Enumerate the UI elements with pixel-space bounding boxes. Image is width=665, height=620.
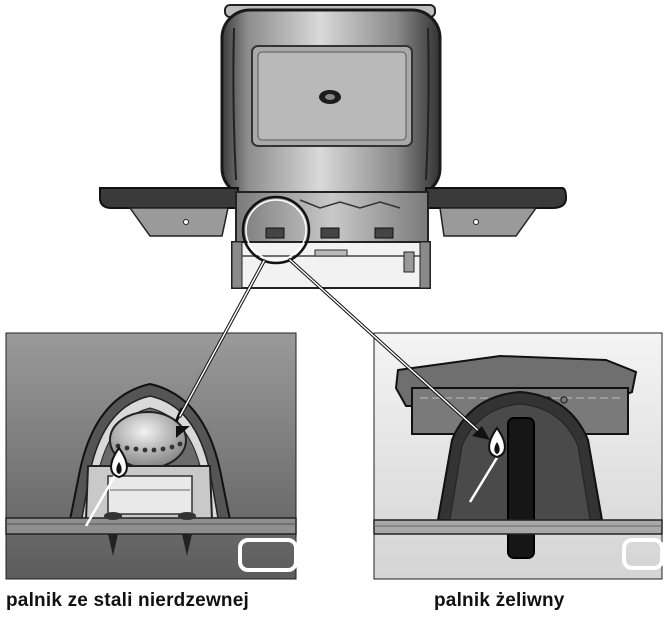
- left-side-shelf: [99, 187, 239, 209]
- magnifier-circle: [241, 195, 311, 265]
- callout-lines: [178, 258, 490, 440]
- cast-iron-burner-detail: [373, 332, 664, 580]
- caption-cast-iron-burner: palnik żeliwny: [434, 590, 565, 611]
- flame-icon: [110, 446, 128, 479]
- caption-stainless-burner: palnik ze stali nierdzewnej: [6, 590, 249, 611]
- right-side-shelf: [425, 187, 568, 209]
- arrow-icon: [472, 426, 490, 440]
- arrow-icon: [176, 426, 190, 438]
- flame-icon: [488, 426, 506, 459]
- stainless-burner-detail: [5, 332, 298, 580]
- burner-knobs: [265, 227, 394, 239]
- grill-illustration: [99, 4, 568, 289]
- burner-post: [507, 417, 535, 559]
